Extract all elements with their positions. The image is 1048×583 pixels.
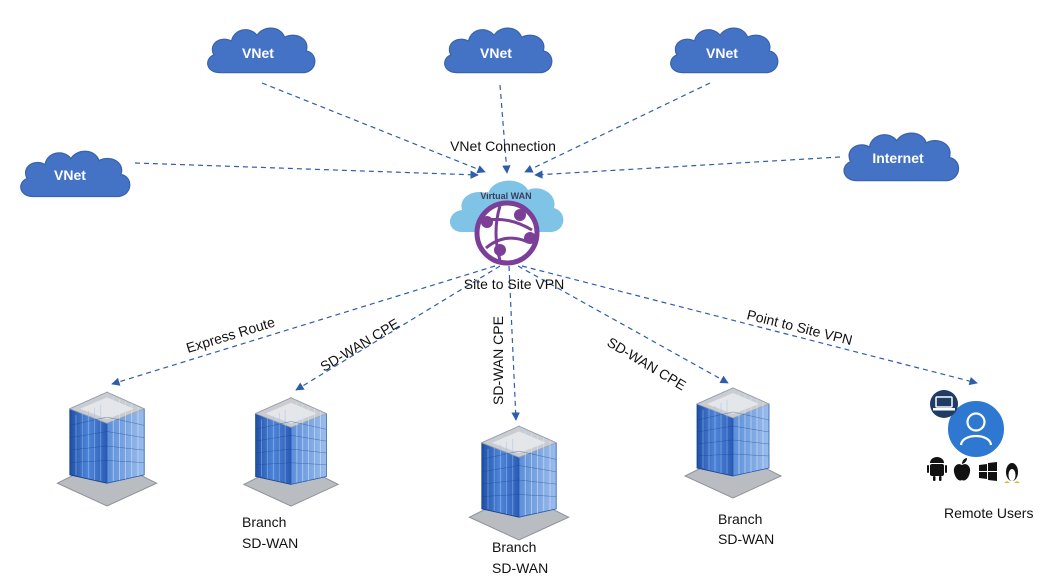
line-internet bbox=[534, 156, 841, 179]
linux-icon bbox=[1004, 463, 1020, 483]
branch-sdwan-label: SD-WAN bbox=[718, 531, 774, 547]
site-to-site-label: Site to Site VPN bbox=[464, 276, 564, 292]
internet-cloud: Internet bbox=[843, 132, 960, 182]
line-point-to-site bbox=[521, 265, 978, 386]
line-sdwan-2 bbox=[508, 265, 520, 421]
vnet-cloud: VNet bbox=[444, 27, 553, 74]
line-vnet-2 bbox=[499, 84, 511, 174]
vnet-connection-label: VNet Connection bbox=[450, 138, 556, 154]
express-route-label: Express Route bbox=[184, 314, 277, 356]
windows-icon bbox=[979, 462, 997, 481]
vnet-cloud: VNet bbox=[207, 27, 316, 74]
line-sdwan-3 bbox=[517, 265, 729, 384]
remote-users-group: Remote Users bbox=[927, 390, 1033, 521]
branch-label: Branch bbox=[492, 539, 536, 555]
sdwan-cpe-label: SD-WAN CPE bbox=[317, 315, 401, 375]
line-vnet-left bbox=[134, 162, 479, 179]
laptop-icon bbox=[930, 390, 958, 418]
virtual-wan-hub: Virtual WAN bbox=[450, 180, 564, 266]
virtual-wan-icon bbox=[474, 200, 540, 266]
vnet-label: VNet bbox=[706, 45, 738, 61]
vnet-cloud: VNet bbox=[20, 150, 131, 198]
branch-label: Branch bbox=[242, 514, 286, 530]
sdwan-cpe-label: SD-WAN CPE bbox=[490, 316, 506, 405]
remote-users-label: Remote Users bbox=[944, 505, 1033, 521]
branch-sdwan-label: SD-WAN bbox=[242, 535, 298, 551]
virtual-wan-label: Virtual WAN bbox=[480, 191, 531, 201]
line-vnet-3 bbox=[524, 82, 711, 173]
connection-lines bbox=[111, 82, 978, 421]
line-sdwan-1 bbox=[295, 265, 501, 391]
branch-building-icon bbox=[243, 397, 339, 507]
vnet-label: VNet bbox=[480, 45, 512, 61]
vnet-label: VNet bbox=[54, 167, 86, 183]
datacenter-building-icon bbox=[56, 391, 158, 507]
branch-sdwan-label: SD-WAN bbox=[492, 560, 548, 576]
line-express-route bbox=[111, 265, 496, 386]
branch-label: Branch bbox=[718, 511, 762, 527]
vnet-label: VNet bbox=[242, 45, 274, 61]
sdwan-cpe-label: SD-WAN CPE bbox=[604, 334, 688, 394]
android-icon bbox=[927, 457, 947, 481]
apple-icon bbox=[953, 458, 971, 481]
internet-label: Internet bbox=[872, 150, 924, 166]
vnet-cloud: VNet bbox=[670, 27, 779, 74]
branch-building-icon bbox=[684, 387, 782, 499]
line-vnet-1 bbox=[261, 82, 486, 174]
branch-building-icon bbox=[468, 425, 570, 541]
